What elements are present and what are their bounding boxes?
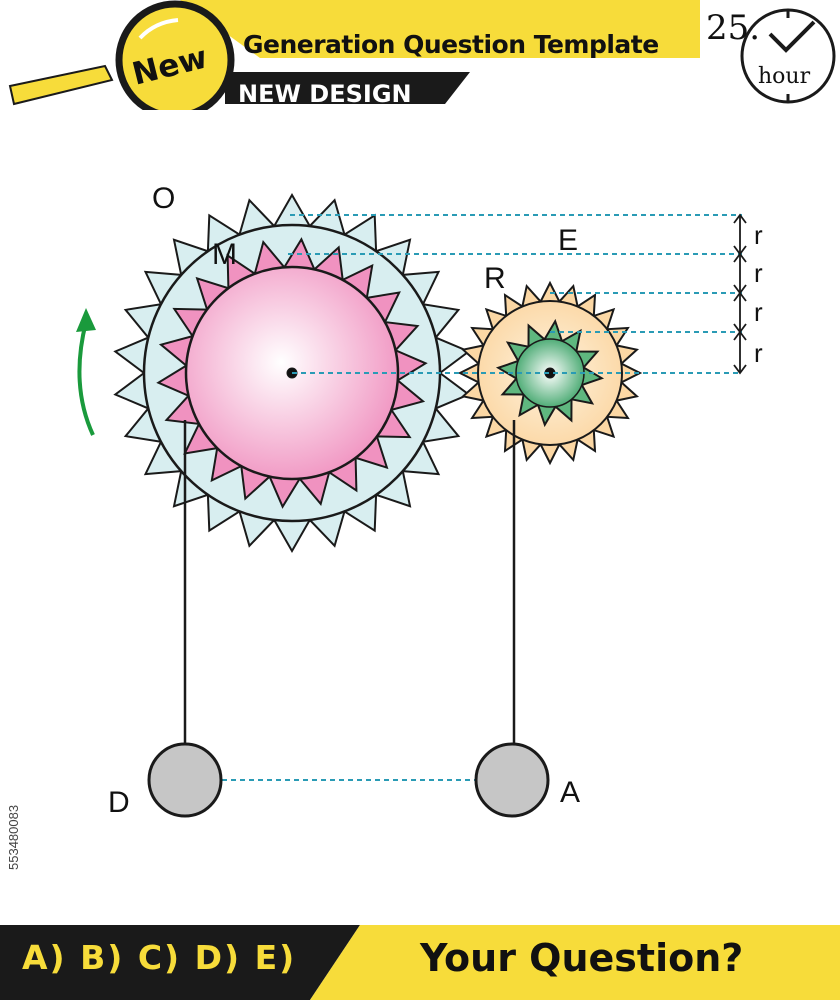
question-prompt: Your Question? xyxy=(420,936,744,980)
clock-number: 25. xyxy=(706,8,761,48)
radius-dimension xyxy=(733,213,747,375)
label-A: A xyxy=(560,776,581,809)
radius-label-4: r xyxy=(754,338,763,368)
footer-band xyxy=(0,925,840,1000)
rotation-arrow-head xyxy=(76,308,96,332)
checkmark-icon xyxy=(768,20,816,53)
weight-D xyxy=(147,742,223,818)
header-black-strip xyxy=(225,72,470,104)
radius-label-3: r xyxy=(754,297,763,327)
footer-yellow-block xyxy=(310,925,840,1000)
stock-id: 553480083 xyxy=(6,804,21,870)
label-O: O xyxy=(152,182,176,215)
footer-dark-block xyxy=(0,925,360,1000)
radius-label-1: r xyxy=(754,220,763,250)
rotation-arrow xyxy=(77,321,95,436)
dashed-lines xyxy=(222,214,742,781)
label-R: R xyxy=(484,262,506,295)
header-yellow-band xyxy=(180,0,700,58)
label-M: M xyxy=(212,238,237,271)
magnifier-handle xyxy=(8,64,114,106)
answer-options: A) B) C) D) E) xyxy=(22,938,297,977)
weight-A xyxy=(474,742,550,818)
label-E: E xyxy=(558,224,579,257)
page-title: Generation Question Template xyxy=(243,30,659,59)
label-D: D xyxy=(108,786,130,819)
radius-label-2: r xyxy=(754,258,763,288)
page-subtitle: NEW DESIGN xyxy=(238,80,412,108)
header-band xyxy=(8,0,836,110)
clock-unit: hour xyxy=(758,64,811,89)
